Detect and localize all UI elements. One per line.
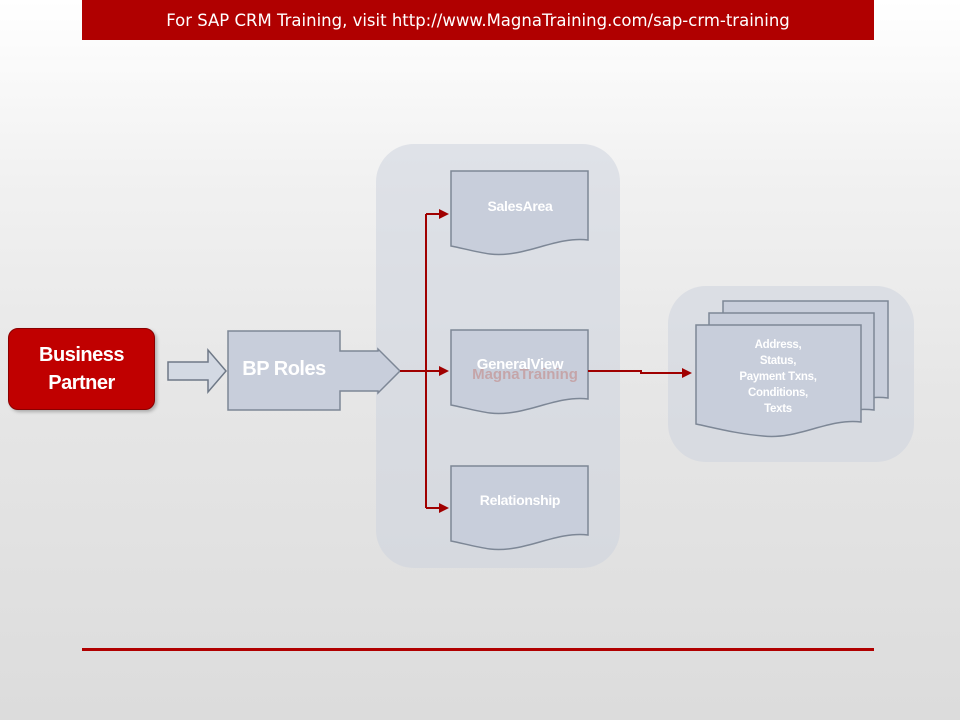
details-line-conditions: Conditions,	[748, 387, 808, 399]
business-partner-label-line2: Partner	[48, 372, 115, 394]
business-partner-node[interactable]: Business Partner	[8, 328, 155, 410]
relationship-node[interactable]	[450, 465, 589, 551]
details-line-payment: Payment Txns,	[739, 371, 817, 383]
details-line-status: Status,	[759, 355, 797, 367]
general-view-node[interactable]	[450, 329, 589, 415]
banner-text: For SAP CRM Training, visit http://www.M…	[166, 10, 790, 30]
sales-area-node[interactable]	[450, 170, 589, 256]
details-line-address: Address,	[754, 339, 802, 351]
bp-roles-label: BP Roles	[242, 358, 326, 380]
header-banner: For SAP CRM Training, visit http://www.M…	[82, 0, 874, 40]
bp-roles-node[interactable]	[227, 330, 402, 411]
bp-to-roles-arrow	[167, 347, 227, 395]
business-partner-label-line1: Business	[39, 344, 124, 366]
general-view-label: GeneralView	[476, 356, 564, 373]
sales-area-label: SalesArea	[487, 198, 553, 214]
details-label: Address, Status, Payment Txns, Condition…	[698, 337, 858, 417]
relationship-label: Relationship	[479, 492, 561, 508]
general-view-to-details-connector	[588, 368, 692, 378]
footer-divider	[82, 648, 874, 651]
details-line-texts: Texts	[764, 403, 792, 415]
details-doc-front[interactable]	[695, 324, 862, 438]
roles-to-views-connector	[400, 214, 427, 508]
